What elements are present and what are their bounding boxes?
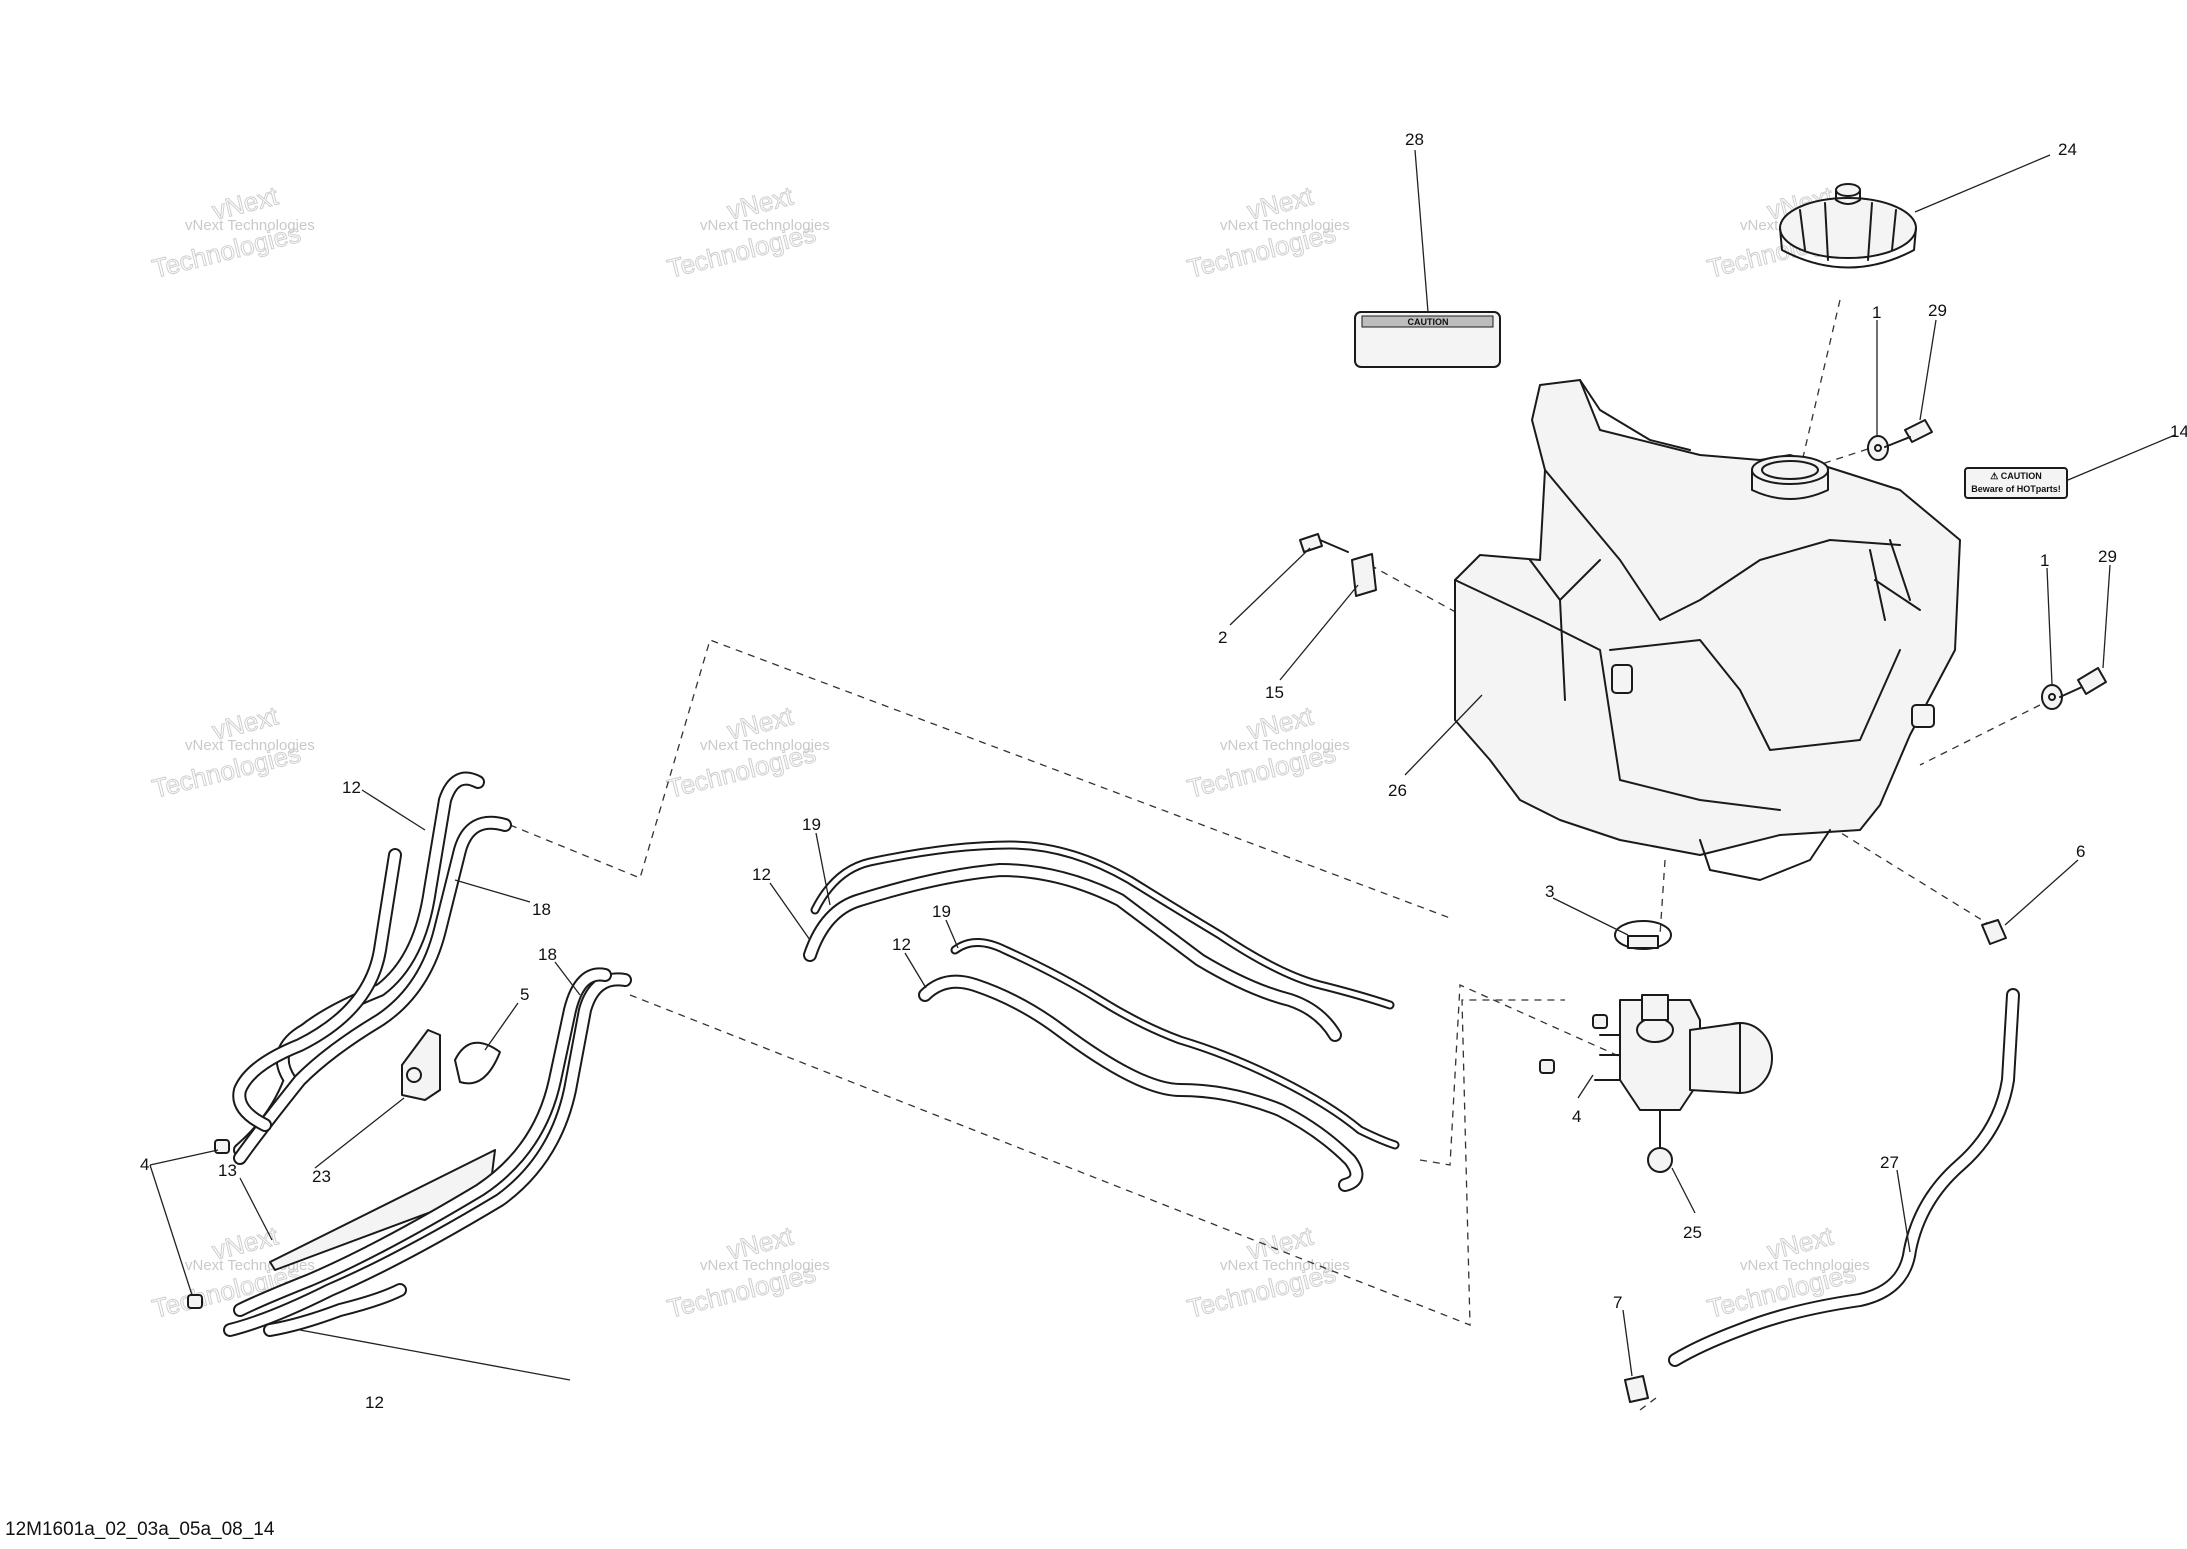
watermark: vNext Technologies vNext Technologies: [664, 1220, 830, 1324]
callout-15: 15: [1265, 683, 1284, 702]
svg-text:vNext Technologies: vNext Technologies: [1220, 737, 1350, 754]
part-3-clamp: [1614, 920, 1672, 950]
part-29-screw-right: [2059, 667, 2107, 698]
callout-12: 12: [892, 935, 911, 954]
svg-text:CAUTION: CAUTION: [1408, 317, 1449, 327]
callout-3: 3: [1545, 882, 1554, 901]
part-7-fitting: [1624, 1375, 1649, 1403]
svg-text:vNext Technologies: vNext Technologies: [700, 737, 830, 754]
part-6-fitting: [1981, 919, 2007, 945]
callout-14: 14: [2170, 422, 2187, 441]
svg-text:vNext Technologies: vNext Technologies: [185, 737, 315, 754]
svg-text:vNext Technologies: vNext Technologies: [1220, 1257, 1350, 1274]
callout-4: 4: [1572, 1107, 1581, 1126]
svg-text:⚠ CAUTION: ⚠ CAUTION: [1990, 471, 2042, 481]
leader-lines: [149, 149, 2176, 1381]
callout-12: 12: [365, 1393, 384, 1412]
callout-1: 1: [2040, 551, 2049, 570]
callout-24: 24: [2058, 140, 2077, 159]
part-14-hot-parts-decal: ⚠ CAUTION Beware of HOTparts!: [1964, 467, 2068, 499]
callout-26: 26: [1388, 781, 1407, 800]
callout-19: 19: [802, 815, 821, 834]
center-hoses: [803, 840, 1400, 1192]
callout-28: 28: [1405, 130, 1424, 149]
callout-13: 13: [218, 1161, 237, 1180]
callouts: 28 24 1 29 14 1 29 2 15 26 3 6 4 25 27 7…: [140, 130, 2187, 1412]
callout-18: 18: [532, 900, 551, 919]
part-29-screw-top: [1884, 419, 1933, 448]
callout-1: 1: [1872, 303, 1881, 322]
part-5-clamp: [454, 1041, 501, 1085]
svg-text:Beware of HOTparts!: Beware of HOTparts!: [1971, 484, 2061, 494]
callout-23: 23: [312, 1167, 331, 1186]
svg-text:vNext Technologies: vNext Technologies: [700, 217, 830, 234]
callout-6: 6: [2076, 842, 2085, 861]
callout-19: 19: [932, 902, 951, 921]
part-24-fuel-cap: [1779, 183, 1917, 269]
svg-text:vNext Technologies: vNext Technologies: [700, 1257, 830, 1274]
watermark: vNext Technologies vNext Technologies: [664, 180, 830, 284]
callout-2: 2: [1218, 628, 1227, 647]
watermark: vNext Technologies vNext Technologies: [1184, 180, 1350, 284]
svg-text:vNext Technologies: vNext Technologies: [185, 217, 315, 234]
callout-18: 18: [538, 945, 557, 964]
part-26-fuel-tank: [1454, 379, 1961, 881]
watermark: vNext Technologies vNext Technologies: [664, 700, 830, 804]
callout-27: 27: [1880, 1153, 1899, 1172]
part-25-fuel-pump: [1594, 994, 1773, 1173]
part-2-bolt: [1299, 533, 1349, 553]
part-23-bracket: [401, 1029, 441, 1101]
callout-4: 4: [140, 1155, 149, 1174]
diagram-code: 12M1601a_02_03a_05a_08_14: [5, 1519, 275, 1540]
part-4-clip-center-a: [1592, 1014, 1608, 1029]
part-4-clip-center-b: [1539, 1059, 1555, 1074]
watermark: vNext Technologies vNext Technologies: [1184, 1220, 1350, 1324]
callout-7: 7: [1613, 1293, 1622, 1312]
svg-text:vNext Technologies: vNext Technologies: [1740, 1257, 1870, 1274]
part-15-clip: [1351, 553, 1377, 597]
callout-29: 29: [1928, 301, 1947, 320]
callout-5: 5: [520, 985, 529, 1004]
part-28-caution-decal: CAUTION: [1354, 311, 1501, 368]
callout-29: 29: [2098, 547, 2117, 566]
part-4-clip-left: [214, 1139, 230, 1154]
watermark: vNext Technologies vNext Technologies: [149, 700, 315, 804]
part-27-hose: [1668, 988, 2020, 1367]
callout-12: 12: [342, 778, 361, 797]
callout-12: 12: [752, 865, 771, 884]
watermark: vNext Technologies vNext Technologies: [149, 180, 315, 284]
callout-25: 25: [1683, 1223, 1702, 1242]
svg-text:vNext Technologies: vNext Technologies: [1220, 217, 1350, 234]
watermark: vNext Technologies vNext Technologies: [1184, 700, 1350, 804]
left-hoses: [223, 771, 632, 1337]
part-1-washer-top: [1867, 435, 1889, 461]
part-4-clip-left-b: [187, 1294, 203, 1309]
